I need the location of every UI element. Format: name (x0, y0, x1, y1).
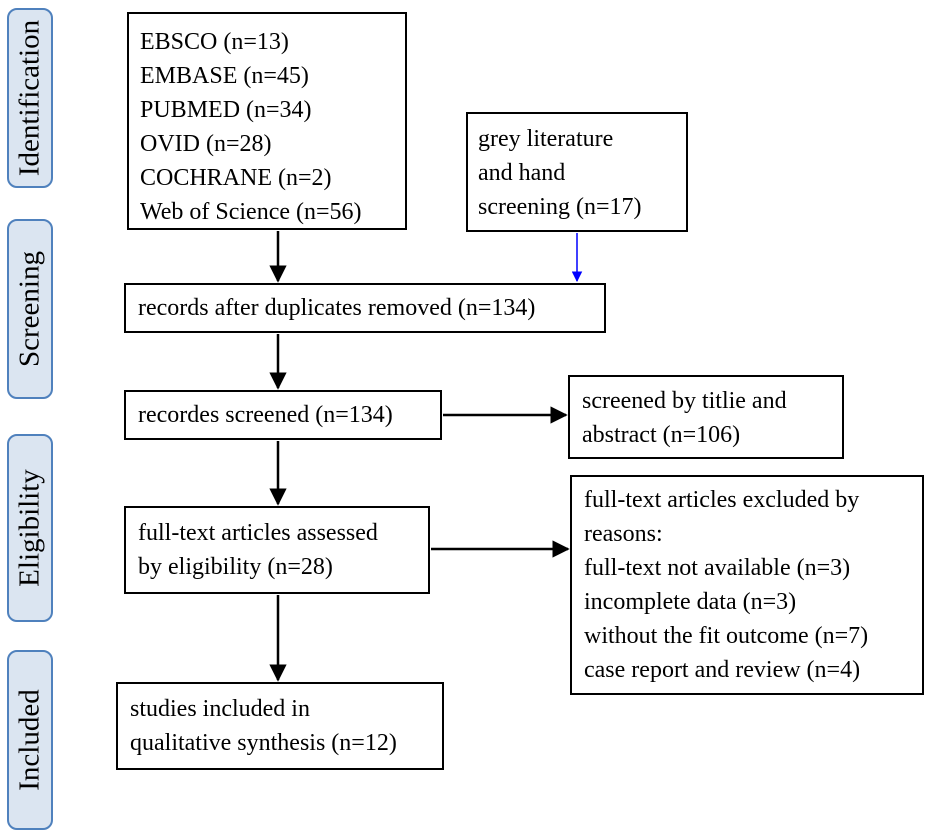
excluded-reasons-line-4: incomplete data (n=3) (584, 589, 797, 615)
grey-line-1: grey literature (478, 126, 614, 152)
database-ebsco: EBSCO (n=13) (140, 29, 289, 55)
databases-box: EBSCO (n=13) EMBASE (n=45) PUBMED (n=34)… (127, 12, 407, 230)
stage-eligibility: Eligibility (7, 434, 53, 622)
excluded-title-line-2: abstract (n=106) (582, 422, 741, 448)
excluded-title-abstract-box: screened by titlie and abstract (n=106) (568, 375, 844, 459)
excluded-reasons-line-6: case report and review (n=4) (584, 657, 861, 683)
fulltext-assessed-line-2: by eligibility (n=28) (138, 554, 333, 580)
excluded-reasons-line-3: full-text not available (n=3) (584, 555, 851, 581)
database-ovid: OVID (n=28) (140, 131, 272, 157)
fulltext-assessed-line-1: full-text articles assessed (138, 520, 378, 546)
excluded-reasons-line-1: full-text articles excluded by (584, 487, 860, 513)
excluded-title-line-1: screened by titlie and (582, 388, 787, 414)
database-web-of-science: Web of Science (n=56) (140, 199, 362, 225)
database-cochrane: COCHRANE (n=2) (140, 165, 332, 191)
grey-line-3: screening (n=17) (478, 194, 642, 220)
studies-included-box: studies included in qualitative synthesi… (116, 682, 444, 770)
excluded-reasons-line-5: without the fit outcome (n=7) (584, 623, 869, 649)
fulltext-assessed-box: full-text articles assessed by eligibili… (124, 506, 430, 594)
studies-included-line-1: studies included in (130, 696, 310, 722)
studies-included-line-2: qualitative synthesis (n=12) (130, 730, 397, 756)
stage-identification: Identification (7, 8, 53, 188)
grey-line-2: and hand (478, 160, 566, 186)
duplicates-removed-box: records after duplicates removed (n=134) (124, 283, 606, 333)
duplicates-removed-text: records after duplicates removed (n=134) (138, 295, 536, 321)
stage-included: Included (7, 650, 53, 830)
records-screened-box: recordes screened (n=134) (124, 390, 442, 440)
grey-literature-box: grey literature and hand screening (n=17… (466, 112, 688, 232)
records-screened-text: recordes screened (n=134) (138, 402, 393, 428)
fulltext-excluded-box: full-text articles excluded by reasons: … (570, 475, 924, 695)
database-pubmed: PUBMED (n=34) (140, 97, 312, 123)
database-embase: EMBASE (n=45) (140, 63, 309, 89)
stage-screening: Screening (7, 219, 53, 399)
excluded-reasons-line-2: reasons: (584, 521, 663, 547)
